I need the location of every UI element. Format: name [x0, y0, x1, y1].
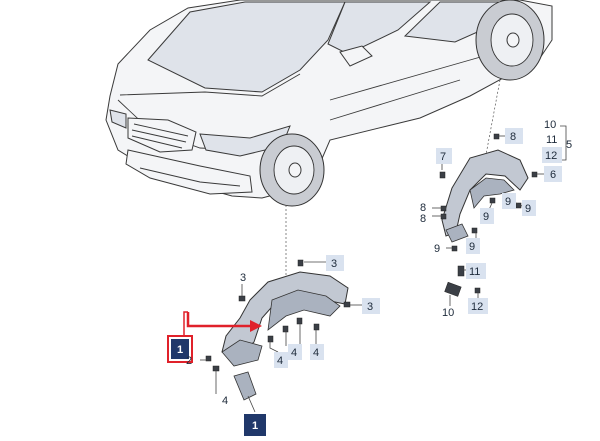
- callout-number: 2: [186, 355, 192, 367]
- callout-rear-10-bottom[interactable]: 10: [442, 307, 454, 319]
- callout-rear-10-top[interactable]: 10: [544, 119, 556, 131]
- callout-number: 3: [367, 301, 373, 313]
- front-fasteners: [205, 259, 351, 372]
- callout-number: 12: [471, 301, 483, 313]
- callout-number: 1: [177, 344, 183, 356]
- callout-number: 12: [545, 150, 557, 162]
- highlight-arrow: [183, 311, 262, 340]
- front-wheel-liner: [221, 271, 349, 401]
- callout-number: 9: [483, 211, 489, 223]
- callout-front-3-right[interactable]: 3: [362, 298, 380, 314]
- callout-rear-8-top[interactable]: 8: [505, 128, 523, 144]
- callout-front-3-top[interactable]: 3: [326, 255, 344, 271]
- callout-number: 3: [240, 272, 246, 284]
- callout-rear-11-top[interactable]: 11: [546, 134, 557, 146]
- callout-number: 11: [469, 266, 480, 278]
- callout-number: 4: [313, 347, 319, 359]
- callout-number: 4: [277, 355, 283, 367]
- callout-rear-9-d[interactable]: 9: [466, 238, 480, 254]
- callout-front-1-highlight[interactable]: 1: [167, 335, 193, 363]
- callout-number: 4: [291, 347, 297, 359]
- callout-front-3-upper[interactable]: 3: [240, 272, 246, 284]
- callout-rear-5[interactable]: 5: [566, 139, 572, 151]
- car-illustration: [105, 0, 553, 207]
- callout-number: 10: [442, 307, 454, 319]
- callout-number: 9: [525, 203, 531, 215]
- callout-front-1-bottom[interactable]: 1: [244, 414, 266, 436]
- callout-rear-9-b[interactable]: 9: [502, 193, 516, 209]
- front-leaders: [200, 261, 362, 413]
- callout-number: 6: [550, 169, 556, 181]
- callout-front-4-c[interactable]: 4: [288, 344, 302, 360]
- callout-number: 8: [420, 213, 426, 225]
- callout-number: 9: [434, 243, 440, 255]
- rear-fasteners: [439, 133, 538, 297]
- callout-number: 11: [546, 134, 557, 146]
- callout-number: 7: [440, 151, 446, 163]
- callout-rear-7[interactable]: 7: [436, 148, 452, 164]
- callout-front-4-b[interactable]: 4: [274, 352, 288, 368]
- callout-rear-8-b[interactable]: 8: [420, 213, 426, 225]
- callout-number: 8: [510, 131, 516, 143]
- callout-number: 4: [222, 395, 228, 407]
- callout-rear-11-bottom[interactable]: 11: [466, 263, 486, 279]
- callout-front-2[interactable]: 2: [186, 355, 192, 367]
- callout-number: 9: [469, 241, 475, 253]
- callout-rear-8-a[interactable]: 8: [420, 202, 426, 214]
- callout-rear-9-a[interactable]: 9: [480, 208, 494, 224]
- rear-wheel-liner: [441, 149, 529, 243]
- callout-rear-6[interactable]: 6: [544, 166, 562, 182]
- callout-number: 8: [420, 202, 426, 214]
- callout-rear-9-e[interactable]: 9: [434, 243, 440, 255]
- callout-rear-9-c[interactable]: 9: [522, 200, 536, 216]
- callout-number: 1: [252, 420, 258, 432]
- callout-number: 10: [544, 119, 556, 131]
- callout-rear-12-top[interactable]: 12: [542, 147, 562, 163]
- callout-number: 5: [566, 139, 572, 151]
- callout-front-4-a[interactable]: 4: [222, 395, 228, 407]
- callout-front-4-d[interactable]: 4: [310, 344, 324, 360]
- callout-number: 9: [505, 196, 511, 208]
- callout-number: 3: [331, 258, 337, 270]
- callout-rear-12-bottom[interactable]: 12: [468, 298, 488, 314]
